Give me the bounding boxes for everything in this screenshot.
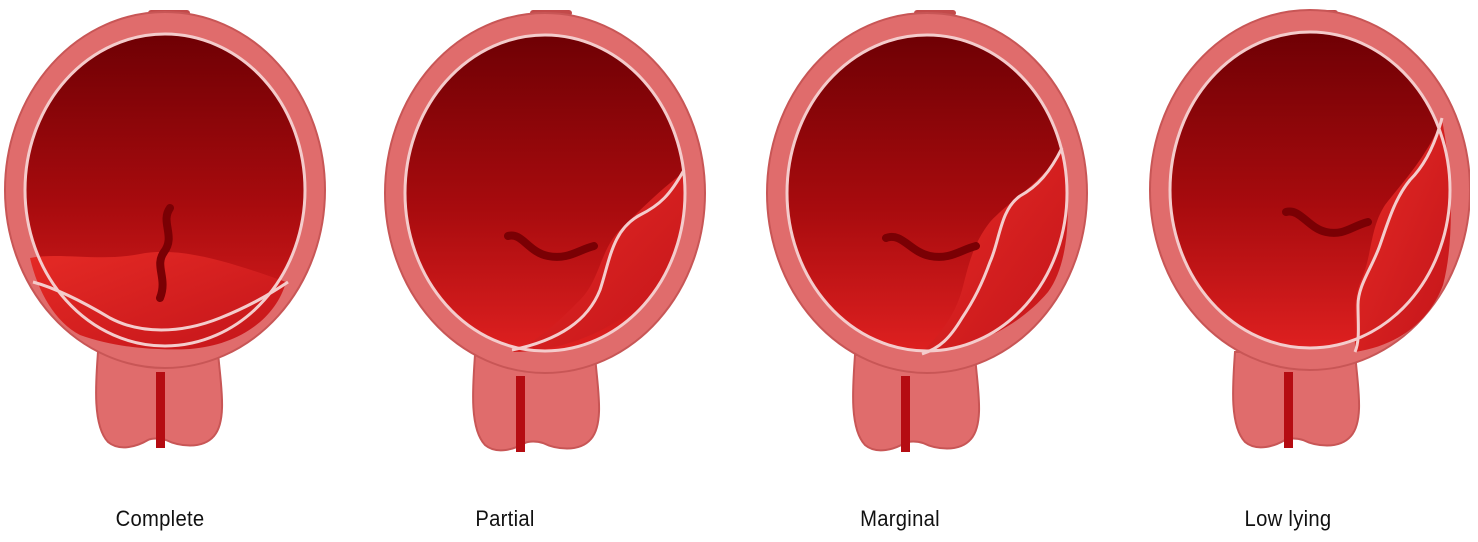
label-complete: Complete [59,506,261,532]
cervical-canal [1284,372,1293,448]
panel-low-lying [1150,10,1478,448]
cervical-canal [901,376,910,452]
panel-partial [385,10,705,452]
label-low-lying: Low lying [1187,506,1389,532]
panel-complete [5,10,325,448]
cervical-canal [516,376,525,452]
panel-marginal [767,10,1087,452]
cervical-canal [156,372,165,448]
label-marginal: Marginal [799,506,1001,532]
edge-cut [1470,150,1478,210]
label-partial: Partial [404,506,606,532]
